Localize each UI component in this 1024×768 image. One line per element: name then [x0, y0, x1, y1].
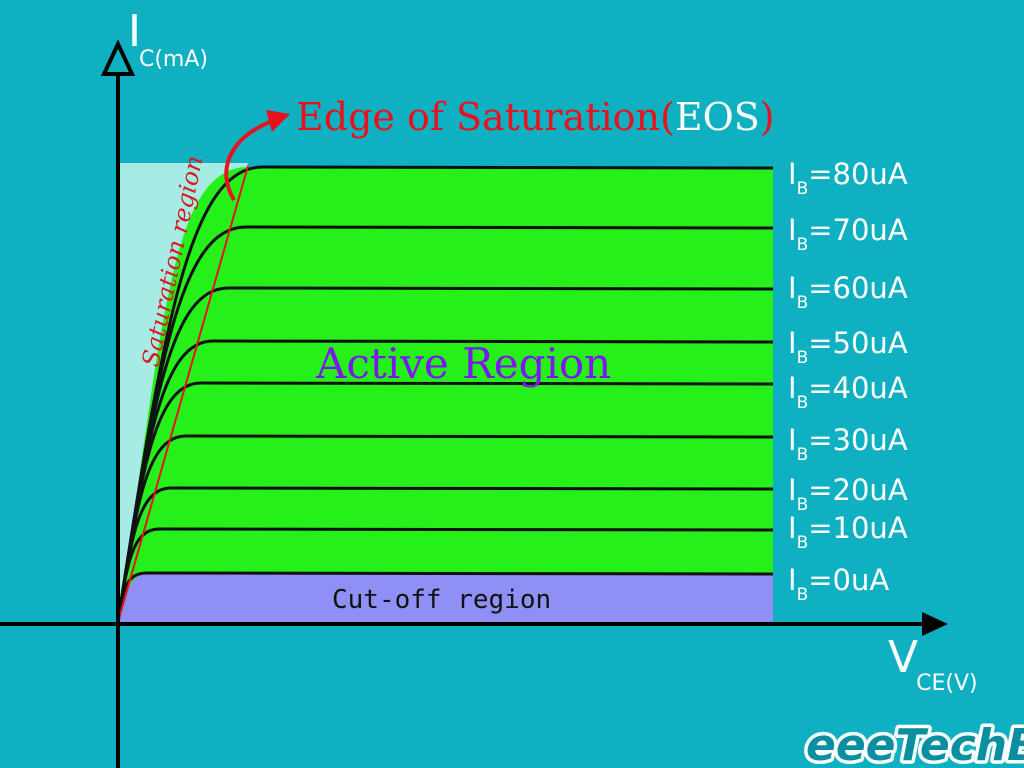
active-region-label: Active Region	[315, 339, 611, 388]
ib-curve-label: IB=80uA	[788, 157, 908, 199]
ib-curve-label: IB=70uA	[788, 213, 908, 255]
eos-arrowhead-icon	[266, 110, 290, 132]
cutoff-region-fill	[118, 573, 773, 622]
edge-of-saturation-line	[117, 165, 249, 623]
ib-curve-label: IB=60uA	[788, 271, 908, 313]
cutoff-region-label: Cut-off region	[332, 585, 551, 615]
ib-curve-label: IB=40uA	[788, 371, 908, 413]
ib-curve-label: IB=30uA	[788, 423, 908, 465]
eos-label: Edge of Saturation(EOS)	[296, 95, 775, 139]
brand-logo: eeeTechBD	[806, 720, 1024, 768]
ib-curve-label: IB=0uA	[788, 563, 889, 605]
ib-curve-label: IB=10uA	[788, 511, 908, 553]
ib-curve-label: IB=20uA	[788, 473, 908, 515]
active-region-fill	[118, 167, 773, 622]
x-axis-arrow-icon	[922, 612, 948, 636]
eos-pointer-arrow	[224, 120, 271, 202]
ib-curve-label: IB=50uA	[788, 326, 908, 368]
y-axis-arrow-icon	[100, 39, 136, 76]
